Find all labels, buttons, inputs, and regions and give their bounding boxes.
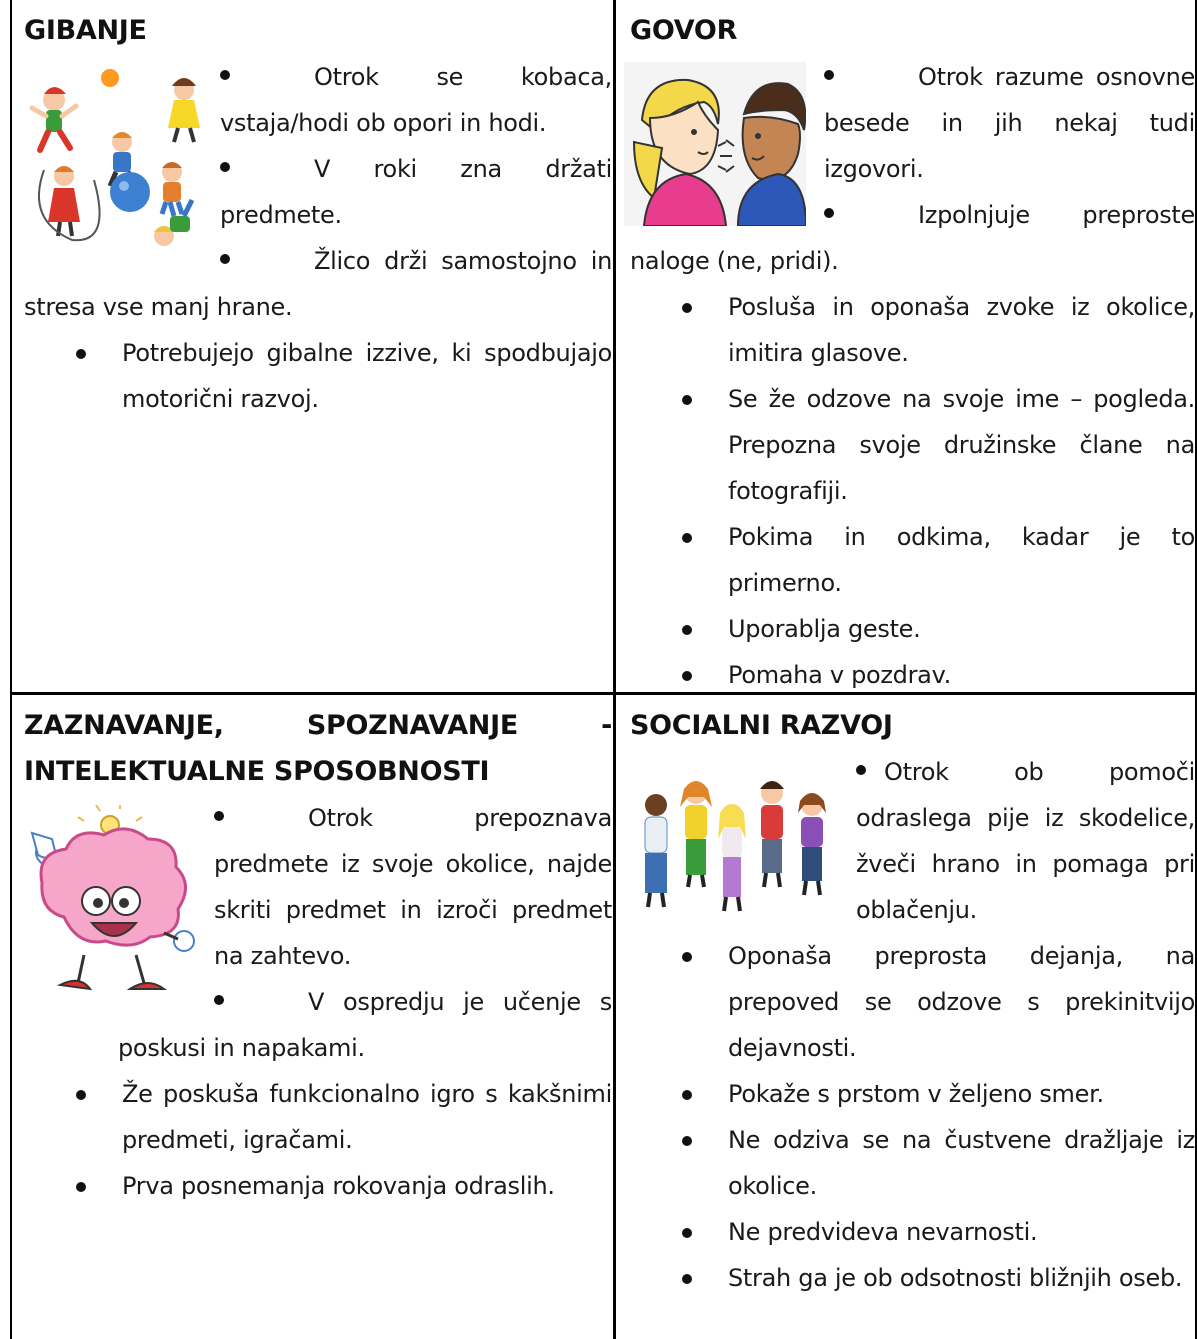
bullet	[824, 70, 834, 80]
two-people-talking-illustration	[624, 62, 806, 226]
development-table: GIBANJE	[10, 0, 1197, 1339]
cell-socialni: SOCIALNI RAZVOJ	[630, 695, 1195, 1339]
list-item: Ne predvideva nevarnosti.	[630, 1209, 1195, 1255]
list-item: Že poskuša funkcionalno igro s kakšnimi …	[24, 1071, 612, 1163]
govor-float-item-2: Izpolnjuje preproste naloge (ne, pridi).	[630, 201, 1195, 275]
table-border-left	[10, 0, 12, 1339]
gibanje-float-item-3: Žlico drži samostojno in stresa vse manj…	[24, 247, 612, 321]
socialni-title: SOCIALNI RAZVOJ	[630, 710, 893, 741]
cell-gibanje: GIBANJE	[24, 0, 612, 692]
bullet	[214, 995, 224, 1005]
zaznavanje-float-item-2: V ospredju je učenje s poskusi in napaka…	[118, 988, 612, 1062]
bullet	[856, 765, 866, 775]
gibanje-float-item-2: V roki zna držati predmete.	[220, 155, 612, 229]
gibanje-float-item-1: Otrok se kobaca, vstaja/hodi ob opori in…	[220, 63, 612, 137]
bullet	[214, 811, 224, 821]
zaznavanje-float-item-1: Otrok prepoznava predmete iz svoje okoli…	[214, 804, 612, 970]
gibanje-title: GIBANJE	[24, 15, 147, 46]
table-divider-vertical	[613, 0, 616, 1339]
gibanje-list: Potrebujejo gibalne izzive, ki spodbujaj…	[24, 330, 612, 422]
list-item: Strah ga je ob odsotnosti bližnjih oseb.	[630, 1255, 1195, 1301]
list-item: Pokima in odkima, kadar je to primerno.	[630, 514, 1195, 606]
zaznavanje-title: ZAZNAVANJE, SPOZNAVANJE - INTELEKTUALNE …	[24, 703, 612, 795]
cell-govor: GOVOR Otrok razume osnovne besede in jih…	[624, 0, 1195, 692]
govor-list: Posluša in oponaša zvoke iz okolice, imi…	[630, 284, 1195, 698]
list-item: Oponaša preprosta dejanja, na prepoved s…	[630, 933, 1195, 1071]
list-item: Uporablja geste.	[630, 606, 1195, 652]
list-item: Ne odziva se na čustvene dražljaje iz ok…	[630, 1117, 1195, 1209]
brain-character-illustration	[24, 805, 204, 1005]
list-item: Posluša in oponaša zvoke iz okolice, imi…	[630, 284, 1195, 376]
socialni-list: Oponaša preprosta dejanja, na prepoved s…	[630, 933, 1195, 1301]
list-item: Potrebujejo gibalne izzive, ki spodbujaj…	[24, 330, 612, 422]
table-border-right	[1195, 0, 1197, 1339]
list-item: Pokaže s prstom v željeno smer.	[630, 1071, 1195, 1117]
list-item: Se že odzove na svoje ime – pogleda. Pre…	[630, 376, 1195, 514]
group-of-children-illustration	[628, 753, 842, 923]
zaznavanje-title-line2: INTELEKTUALNE SPOSOBNOSTI	[24, 756, 490, 787]
govor-float-item-1: Otrok razume osnovne besede in jih nekaj…	[824, 63, 1195, 183]
zaznavanje-list: Že poskuša funkcionalno igro s kakšnimi …	[24, 1071, 612, 1209]
table-divider-horizontal	[10, 692, 1197, 695]
list-item: Prva posnemanja rokovanja odraslih.	[24, 1163, 612, 1209]
govor-title: GOVOR	[630, 15, 738, 46]
bullet	[220, 70, 230, 80]
cell-zaznavanje: ZAZNAVANJE, SPOZNAVANJE - INTELEKTUALNE …	[24, 695, 612, 1339]
zaznavanje-title-line1: ZAZNAVANJE, SPOZNAVANJE -	[24, 710, 612, 741]
socialni-float-item-1: Otrok ob pomoči odraslega pije iz skodel…	[856, 758, 1195, 924]
bullet	[824, 208, 834, 218]
list-item: Pomaha v pozdrav.	[630, 652, 1195, 698]
bullet	[220, 254, 230, 264]
bullet	[220, 162, 230, 172]
children-playing-illustration	[24, 60, 210, 260]
